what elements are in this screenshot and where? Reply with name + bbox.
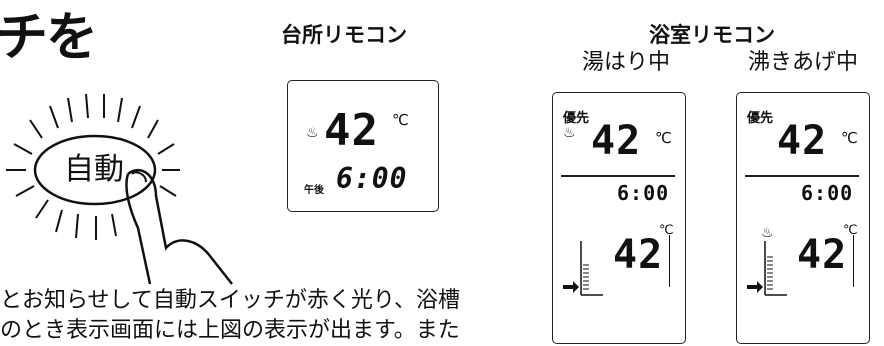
bath-remote-display-reheating: 優先 42 ℃ 6:00 ♨ ℃ 42 [736, 92, 870, 344]
kitchen-time-prefix: 午後 [304, 185, 324, 196]
kitchen-temperature-unit: ℃ [392, 111, 409, 129]
kitchen-remote-title: 台所リモコン [281, 23, 407, 47]
priority-label: 優先 [747, 111, 774, 126]
bath-temperature-unit: ℃ [841, 129, 858, 147]
priority-label: 優先 [563, 111, 590, 126]
display-divider [745, 175, 859, 177]
auto-button[interactable]: 自動 [64, 152, 124, 187]
tub-bracket [853, 235, 854, 287]
bath-time: 6:00 [801, 181, 854, 205]
body-text-line2: のとき表示画面には上図の表示が出ます。また [0, 318, 460, 343]
bath-time: 6:00 [617, 181, 670, 205]
water-level-gauge [747, 241, 787, 296]
kitchen-time: 6:00 [336, 162, 408, 195]
tub-temperature: 42 [613, 232, 664, 278]
tub-bracket [669, 235, 670, 287]
tub-temperature-unit: ℃ [843, 223, 858, 238]
bath-remote-title: 浴室リモコン [649, 23, 775, 47]
kitchen-remote-display: ♨ 42 ℃ 午後 6:00 [287, 80, 439, 212]
body-text-line1: とお知らせして自動スイッチが赤く光り、浴槽 [0, 288, 461, 313]
kitchen-temperature: 42 [324, 105, 379, 156]
display-divider [561, 175, 675, 177]
bath-mode-label-reheating: 沸きあげ中 [748, 50, 859, 75]
body-text: とお知らせして自動スイッチが赤く光り、浴槽 のとき表示画面には上図の表示が出ます… [0, 286, 460, 346]
bath-mode-label-filling: 湯はり中 [582, 50, 671, 75]
auto-button-illustration [6, 93, 233, 285]
water-level-gauge [563, 241, 603, 296]
tub-temperature: 42 [797, 232, 848, 278]
flame-icon: ♨ [306, 125, 319, 141]
bath-temperature-unit: ℃ [655, 129, 672, 147]
bath-remote-display-filling: 優先 ♨ 42 ℃ 6:00 ℃ 42 [552, 92, 686, 344]
heading-fragment: チを [0, 8, 98, 68]
tub-temperature-unit: ℃ [659, 223, 674, 238]
bath-temperature: 42 [777, 118, 828, 164]
flame-icon: ♨ [563, 125, 576, 141]
bath-temperature: 42 [591, 118, 642, 164]
flame-icon: ♨ [761, 225, 774, 241]
